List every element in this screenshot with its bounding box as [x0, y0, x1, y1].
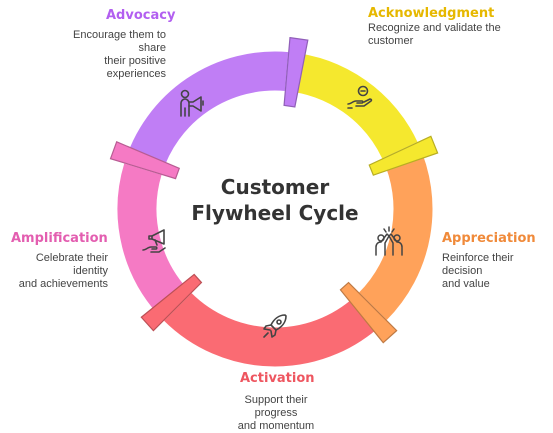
connector-tab-acknowledgment [368, 135, 439, 176]
hand-megaphone-icon [140, 226, 172, 258]
activation-title: Activation [240, 371, 315, 386]
amplification-description: Celebrate their identity and achievement… [18, 252, 108, 290]
appreciation-description: Reinforce their decision and value [442, 252, 514, 290]
connector-tab-activation [140, 273, 203, 332]
connector-tab-amplification [109, 140, 181, 180]
person-megaphone-icon [175, 88, 207, 120]
center-title-line-1: Customer [220, 175, 330, 199]
high-five-icon [373, 225, 405, 257]
connector-tab-advocacy [283, 36, 309, 108]
center-title: Customer Flywheel Cycle [180, 174, 370, 226]
rocket-icon [259, 310, 291, 342]
advocacy-title: Advocacy [106, 8, 176, 23]
acknowledgment-description: Recognize and validate the customer [368, 22, 501, 47]
activation-description: Support their progress and momentum [237, 394, 315, 432]
amplification-title: Amplification [11, 231, 108, 246]
hand-coin-icon [344, 82, 376, 114]
appreciation-title: Appreciation [442, 231, 536, 246]
center-title-line-2: Flywheel Cycle [191, 201, 359, 225]
connector-tab-appreciation [339, 281, 398, 344]
advocacy-description: Encourage them to share their positive e… [73, 29, 166, 80]
acknowledgment-title: Acknowledgment [368, 6, 495, 21]
